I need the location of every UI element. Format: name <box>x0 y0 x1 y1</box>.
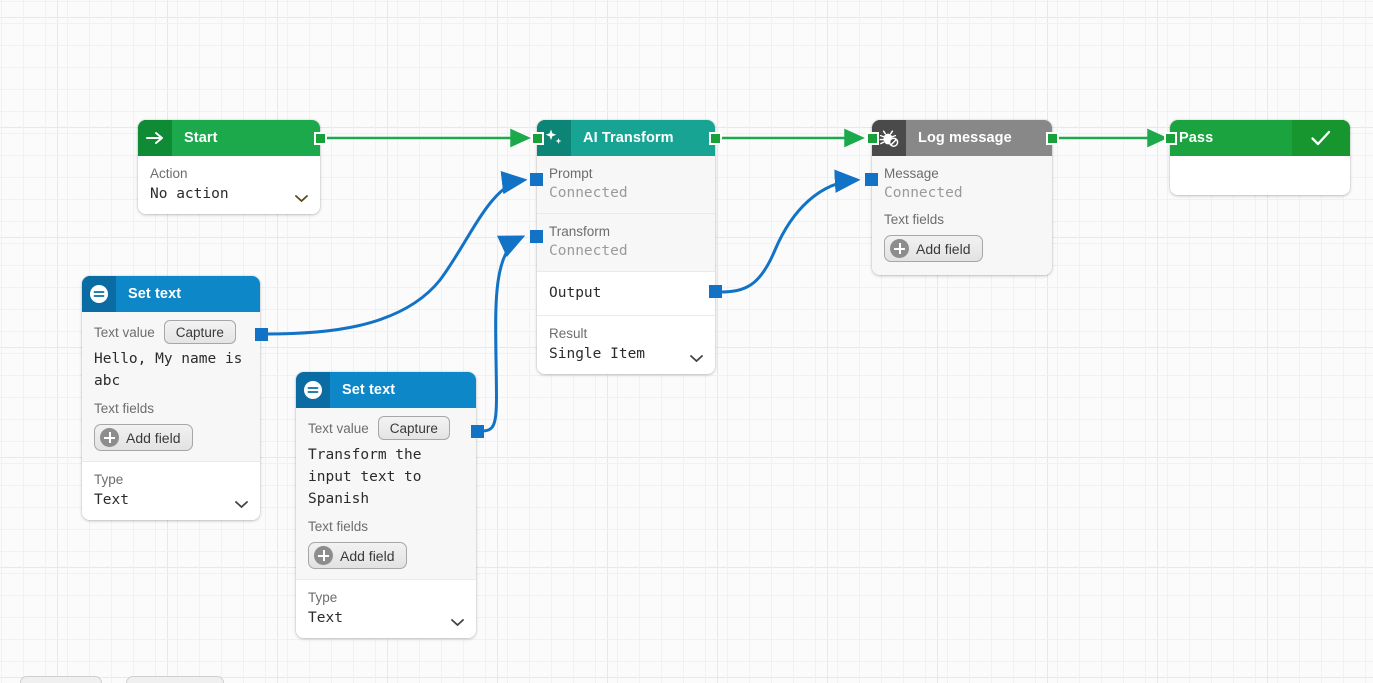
ai-result-label: Result <box>549 326 588 341</box>
start-output-port[interactable] <box>314 132 327 145</box>
ai-output-label: Output <box>549 285 602 301</box>
set-text-2-value-label: Text value <box>308 420 369 436</box>
ai-transform-output-port[interactable] <box>709 132 722 145</box>
set-text-2-output-port[interactable] <box>471 425 484 438</box>
plus-icon <box>890 239 909 258</box>
arrow-right-icon <box>138 120 172 156</box>
log-message-input-blue-port[interactable] <box>865 173 878 186</box>
set-text-1-capture-button[interactable]: Capture <box>163 320 236 344</box>
check-icon <box>1292 120 1350 156</box>
set-text-1-add-field-button[interactable]: Add field <box>94 424 194 451</box>
log-message-row: Message Connected Text fields Add field <box>872 156 1052 275</box>
node-set-text-1-header[interactable]: Set text <box>82 276 260 312</box>
log-message-output-port[interactable] <box>1046 132 1059 145</box>
node-set-text-2[interactable]: Set text Text value Capture Transform th… <box>296 372 484 638</box>
log-message-label: Message <box>884 166 939 181</box>
plus-icon <box>314 546 333 565</box>
set-text-1-type-row[interactable]: Type Text <box>82 461 260 520</box>
node-set-text-1[interactable]: Set text Text value Capture Hello, My na… <box>82 276 268 520</box>
set-text-1-value[interactable]: Hello, My name is abc <box>94 351 243 389</box>
ai-result-row[interactable]: Result Single Item <box>537 315 715 374</box>
edge-settext2-to-transform <box>481 235 526 433</box>
ai-transform-input-blue-port[interactable] <box>530 230 543 243</box>
footer-button-2[interactable] <box>126 676 224 683</box>
ai-output-port[interactable] <box>709 285 722 298</box>
ai-transform-input-port[interactable] <box>531 132 544 145</box>
set-text-2-type-value: Text <box>308 610 343 626</box>
node-pass-header[interactable]: Pass <box>1170 120 1350 156</box>
set-text-2-fields-label: Text fields <box>308 519 369 534</box>
set-text-2-value-row: Text value Capture Transform the input t… <box>296 408 476 579</box>
set-text-2-add-field-button[interactable]: Add field <box>308 542 408 569</box>
node-pass[interactable]: Pass <box>1164 120 1350 195</box>
set-text-1-value-label: Text value <box>94 324 155 340</box>
set-text-1-add-field-label: Add field <box>126 429 181 446</box>
node-pass-body <box>1170 156 1350 195</box>
pass-input-port[interactable] <box>1164 132 1177 145</box>
equals-circle-icon <box>296 372 330 408</box>
node-pass-title: Pass <box>1179 130 1214 146</box>
node-log-message-body: Message Connected Text fields Add field <box>872 156 1052 275</box>
ai-result-value: Single Item <box>549 346 646 362</box>
log-add-field-label: Add field <box>916 240 971 257</box>
node-set-text-1-body: Text value Capture Hello, My name is abc… <box>82 312 260 520</box>
set-text-1-type-value: Text <box>94 492 129 508</box>
set-text-2-type-row[interactable]: Type Text <box>296 579 476 638</box>
node-log-message[interactable]: Log message Message Connected Text field… <box>865 120 1059 275</box>
ai-transform-label: Transform <box>549 224 611 239</box>
start-action-row[interactable]: Action No action <box>138 156 320 214</box>
ai-prompt-row: Prompt Connected <box>537 156 715 213</box>
chevron-down-icon[interactable] <box>451 619 464 626</box>
chevron-down-icon[interactable] <box>690 355 703 362</box>
equals-circle-icon <box>82 276 116 312</box>
ai-prompt-input-port[interactable] <box>530 173 543 186</box>
ai-transform-value: Connected <box>549 243 628 259</box>
set-text-1-fields-label: Text fields <box>94 401 155 416</box>
start-action-value: No action <box>150 186 229 202</box>
set-text-2-capture-button[interactable]: Capture <box>377 416 450 440</box>
log-message-value: Connected <box>884 185 963 201</box>
node-set-text-2-title: Set text <box>342 382 396 398</box>
node-set-text-1-title: Set text <box>128 286 182 302</box>
node-ai-transform-title: AI Transform <box>583 130 674 146</box>
ai-prompt-label: Prompt <box>549 166 593 181</box>
node-start[interactable]: Start Action No action <box>138 120 327 214</box>
log-message-input-port[interactable] <box>866 132 879 145</box>
ai-output-row: Output <box>537 271 715 315</box>
node-start-body: Action No action <box>138 156 320 214</box>
set-text-2-type-label: Type <box>308 590 338 605</box>
edge-aioutput-to-message <box>719 169 861 294</box>
plus-icon <box>100 428 119 447</box>
ai-prompt-value: Connected <box>549 185 628 201</box>
set-text-1-type-label: Type <box>94 472 124 487</box>
node-log-message-header[interactable]: Log message <box>872 120 1052 156</box>
node-log-message-title: Log message <box>918 130 1012 146</box>
node-set-text-2-header[interactable]: Set text <box>296 372 476 408</box>
node-set-text-2-body: Text value Capture Transform the input t… <box>296 408 476 638</box>
chevron-down-icon[interactable] <box>295 195 308 202</box>
ai-transform-row: Transform Connected <box>537 213 715 271</box>
set-text-1-value-row: Text value Capture Hello, My name is abc… <box>82 312 260 461</box>
node-ai-transform-header[interactable]: AI Transform <box>537 120 715 156</box>
footer-button-1[interactable] <box>20 676 102 683</box>
node-start-header[interactable]: Start <box>138 120 320 156</box>
chevron-down-icon[interactable] <box>235 501 248 508</box>
log-text-fields-label: Text fields <box>884 212 945 227</box>
log-add-field-button[interactable]: Add field <box>884 235 984 262</box>
start-action-label: Action <box>150 166 188 181</box>
set-text-2-value[interactable]: Transform the input text to Spanish <box>308 447 422 507</box>
node-ai-transform-body: Prompt Connected Transform Connected Out… <box>537 156 715 374</box>
set-text-1-output-port[interactable] <box>255 328 268 341</box>
set-text-2-add-field-label: Add field <box>340 547 395 564</box>
node-ai-transform[interactable]: AI Transform Prompt Connected Transform … <box>530 120 722 374</box>
node-start-title: Start <box>184 130 218 146</box>
